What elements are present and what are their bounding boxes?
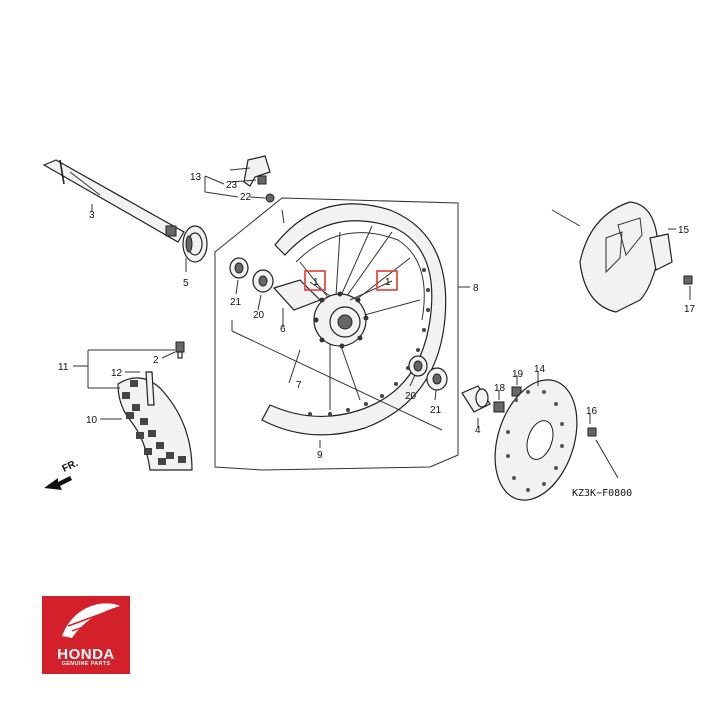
axle-collar-part bbox=[182, 225, 208, 263]
callout-13[interactable]: 13 bbox=[190, 172, 202, 183]
honda-logo: HONDA GENUINE PARTS bbox=[42, 596, 130, 674]
leader-lines bbox=[69, 167, 691, 479]
bearing-left-20 bbox=[252, 269, 274, 293]
bracket-part bbox=[243, 155, 275, 203]
callout-8[interactable]: 8 bbox=[473, 283, 479, 294]
wheel-group-outline bbox=[214, 197, 459, 471]
bearing-right-20 bbox=[408, 355, 428, 377]
figure-code: KZ3K−F0800 bbox=[572, 488, 632, 499]
callout-20-left[interactable]: 20 bbox=[253, 310, 265, 321]
callout-3[interactable]: 3 bbox=[89, 210, 95, 221]
valve-cap-part bbox=[145, 371, 155, 406]
callout-19[interactable]: 19 bbox=[512, 369, 524, 380]
callout-11[interactable]: 11 bbox=[58, 362, 69, 373]
callout-1-a[interactable]: 1 bbox=[313, 277, 319, 288]
callout-14[interactable]: 14 bbox=[534, 364, 546, 375]
callout-4[interactable]: 4 bbox=[475, 425, 481, 436]
callout-21-left[interactable]: 21 bbox=[230, 297, 242, 308]
front-label: FR. bbox=[61, 458, 80, 475]
bearing-right-21 bbox=[426, 367, 448, 391]
callout-10[interactable]: 10 bbox=[86, 415, 98, 426]
callout-22[interactable]: 22 bbox=[240, 192, 252, 203]
highlight-box-spoke-a bbox=[304, 270, 326, 291]
wing-icon bbox=[62, 603, 120, 638]
logo-brand: HONDA bbox=[57, 646, 115, 663]
disc-bolt-part bbox=[587, 427, 597, 437]
nut-18 bbox=[493, 401, 505, 413]
callout-16[interactable]: 16 bbox=[586, 406, 598, 417]
disc-cover-part bbox=[579, 201, 673, 313]
highlight-box-spoke-b bbox=[376, 270, 398, 291]
callout-23[interactable]: 23 bbox=[226, 180, 238, 191]
callout-1-b[interactable]: 1 bbox=[385, 277, 391, 288]
callout-20-right[interactable]: 20 bbox=[405, 391, 417, 402]
cover-bolt-part bbox=[683, 275, 693, 285]
bearing-left-21 bbox=[229, 257, 249, 279]
distance-collar-part bbox=[272, 279, 322, 311]
side-collar-part bbox=[461, 385, 491, 413]
valve-part bbox=[175, 341, 185, 359]
callout-9[interactable]: 9 bbox=[317, 450, 323, 461]
callout-2[interactable]: 2 bbox=[153, 355, 159, 366]
callout-6[interactable]: 6 bbox=[280, 324, 286, 335]
front-indicator: FR. bbox=[44, 458, 80, 490]
callout-7[interactable]: 7 bbox=[296, 380, 302, 391]
callout-17[interactable]: 17 bbox=[684, 304, 696, 315]
axle-part bbox=[42, 159, 185, 243]
front-arrow-icon bbox=[44, 476, 72, 490]
brake-disc-part bbox=[494, 379, 578, 501]
logo-tagline: GENUINE PARTS bbox=[61, 661, 111, 667]
callout-12[interactable]: 12 bbox=[111, 368, 123, 379]
nut-19 bbox=[511, 386, 522, 397]
hub-part bbox=[313, 291, 369, 349]
callout-18[interactable]: 18 bbox=[494, 383, 506, 394]
callout-5[interactable]: 5 bbox=[183, 278, 189, 289]
callout-15[interactable]: 15 bbox=[678, 225, 690, 236]
rim-part bbox=[261, 203, 447, 436]
tire-part bbox=[117, 377, 193, 471]
callout-21-right[interactable]: 21 bbox=[430, 405, 442, 416]
